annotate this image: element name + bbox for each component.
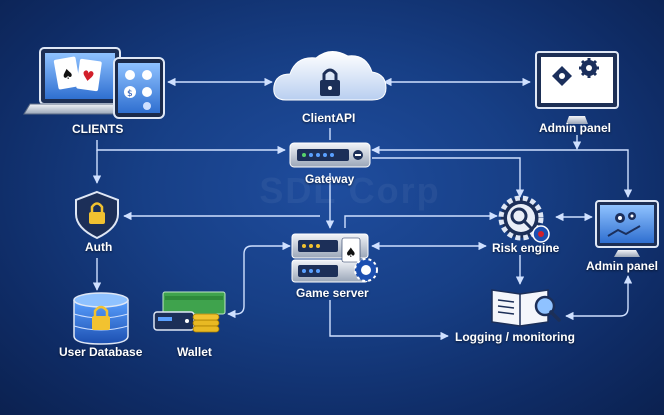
shield-lock-icon: [75, 190, 119, 240]
edge-clients-gateway: [96, 140, 286, 155]
server-icon: [291, 233, 369, 283]
svg-text:$: $: [127, 89, 133, 99]
gateway-node[interactable]: [289, 142, 371, 168]
tablet-icon: $: [113, 57, 165, 119]
monitor-gear-icon: [535, 51, 619, 124]
game-server-label: Game server: [296, 286, 369, 300]
edge-gameserver-wallet: [227, 241, 291, 319]
wallet-node[interactable]: [153, 291, 226, 333]
edge-gateway-adminright: [371, 145, 633, 198]
logging-label: Logging / monitoring: [455, 330, 575, 344]
admin-panel-right-node[interactable]: [595, 200, 659, 257]
client-api-label: ClientAPI: [302, 111, 356, 125]
database-lock-icon: [73, 292, 129, 345]
logging-node[interactable]: [491, 289, 561, 327]
admin-panel-right-label: Admin panel: [586, 259, 659, 273]
laptop-icon: ♠ ♥: [23, 47, 137, 115]
edge-gameserver-logging: [329, 300, 449, 341]
poker-chip-icon: [354, 258, 378, 282]
auth-node[interactable]: [75, 190, 119, 240]
svg-text:♠: ♠: [345, 246, 357, 261]
svg-text:♠: ♠: [60, 66, 75, 84]
book-magnifier-icon: [491, 289, 561, 327]
client-api-node[interactable]: [273, 51, 387, 101]
wallet-label: Wallet: [177, 345, 212, 359]
edge-gameserver-riskengine: [344, 211, 498, 228]
monitor-gear-icon: [595, 200, 659, 257]
game-server-node[interactable]: ♠: [291, 233, 378, 283]
admin-panel-top-node[interactable]: [535, 51, 619, 124]
playing-card-icon: ♠: [341, 237, 361, 263]
connectors: [92, 77, 633, 341]
gear-search-icon: [498, 195, 550, 243]
clients-label: CLIENTS: [72, 122, 124, 136]
risk-engine-label: Risk engine: [492, 241, 560, 255]
auth-label: Auth: [85, 240, 113, 254]
edge-logging-adminright: [565, 275, 633, 321]
risk-engine-node[interactable]: [498, 195, 550, 243]
cash-stack-icon: [153, 291, 226, 333]
admin-panel-top-label: Admin panel: [539, 121, 612, 135]
server-icon: [289, 142, 371, 168]
user-database-node[interactable]: [73, 292, 129, 345]
playing-card-icon: ♠ ♥: [53, 56, 102, 92]
gateway-label: Gateway: [305, 172, 355, 186]
cloud-lock-icon: [273, 51, 387, 101]
edge-gateway-riskengine: [372, 157, 525, 198]
user-database-label: User Database: [59, 345, 143, 359]
clients-node[interactable]: ♠ ♥ $: [23, 47, 165, 119]
svg-text:♥: ♥: [81, 68, 96, 86]
